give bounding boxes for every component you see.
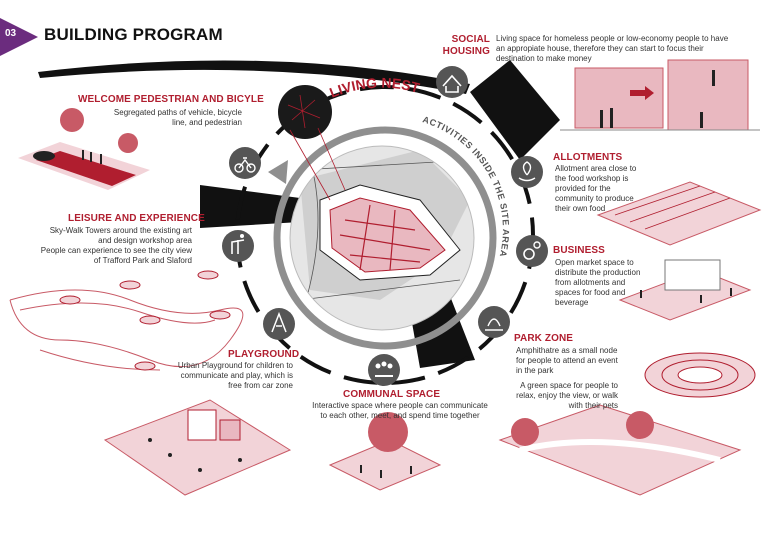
social-housing-desc-line: an appropiate house, therefore they can … [496,44,704,53]
business-desc-line: beverage [555,298,589,307]
welcome-illustration [18,108,150,190]
social-housing-title-line1: SOCIAL [451,34,490,45]
park-zone-desc-line: A green space for people to [520,381,618,390]
business-icon[interactable] [516,235,548,267]
leisure-illustration [9,270,244,371]
social-housing-title-line2: HOUSING [442,46,490,57]
badge-number: 03 [5,28,17,39]
park-zone-desc-line: Amphithatre as a small node [516,346,618,355]
communal-icon[interactable] [368,354,400,386]
allotment-icon[interactable] [511,156,543,188]
housing-icon[interactable] [436,66,468,98]
playground-illustration [103,399,292,496]
bicycle-icon[interactable] [229,147,261,179]
playground-desc-line: communicate and play, which is [180,371,293,380]
park-zone-desc-amphitheatre: Amphithatre as a small node for people t… [516,346,646,376]
communal-desc: Interactive space where people can commu… [300,401,500,421]
site-map [290,146,474,330]
leisure-desc-line: Sky-Walk Towers around the existing art [49,226,192,235]
communal-desc-line: to each other, meet, and spend time toge… [320,411,480,420]
allotments-desc-line: provided for the [555,184,611,193]
park-zone-title: PARK ZONE [514,333,574,344]
park-zone-desc-line: relax, enjoy the view, or walk [516,391,618,400]
business-desc-line: spaces for food and [555,288,626,297]
playground-icon[interactable] [263,308,295,340]
allotments-title: ALLOTMENTS [553,152,623,163]
communal-title: COMMUNAL SPACE [343,389,441,400]
welcome-desc-line: Segregated paths of vehicle, bicycle [113,108,242,117]
leisure-desc-line: and design workshop area [98,236,192,245]
inner-gray-ring [273,126,497,350]
allotments-desc-line: their own food [555,204,606,213]
leisure-desc: Sky-Walk Towers around the existing art … [14,226,192,266]
section-number-badge: 03 [0,18,38,56]
welcome-title: WELCOME PEDESTRIAN AND BICYLE [78,94,264,105]
park-zone-desc-green: A green space for people to relax, enjoy… [500,381,618,411]
allotments-desc-line: Allotment area close to [555,164,637,173]
housing-illustration [560,59,760,131]
social-housing-desc-line: Living space for homeless people or low-… [496,34,729,43]
communal-illustration [328,412,442,491]
social-housing-desc-line: destination to make money [496,54,592,63]
playground-desc-line: Urban Playground for children to [177,361,293,370]
leisure-desc-line: People can experience to see the city vi… [40,246,192,255]
social-housing-desc: Living space for homeless people or low-… [496,34,766,64]
playground-title: PLAYGROUND [228,349,300,360]
business-desc-line: distribute the production [555,268,641,277]
leisure-title: LEISURE AND EXPERIENCE [68,213,205,224]
allotments-desc-line: the food workshop is [555,174,629,183]
allotments-desc: Allotment area close to the food worksho… [555,164,675,214]
communal-desc-line: Interactive space where people can commu… [312,401,488,410]
welcome-desc-line: line, and pedestrian [172,118,242,127]
park-zone-desc-line: with their pets [568,401,618,410]
wedge-housing [470,60,560,160]
park-icon[interactable] [478,306,510,338]
park-zone-desc-line: in the park [516,366,554,375]
business-desc: Open market space to distribute the prod… [555,258,665,308]
playground-desc-line: free from car zone [228,381,293,390]
park-zone-desc-line: for people to attend an event [516,356,618,365]
park-illustration [498,352,756,496]
ring-arrow [268,160,288,184]
leisure-icon[interactable] [222,230,254,262]
business-title: BUSINESS [553,245,605,256]
social-housing-title: SOCIAL HOUSING [420,34,490,58]
leisure-desc-line: of Trafford Park and Slaford [93,256,192,265]
wedge-leisure [200,185,300,228]
top-band [38,60,470,94]
ring-outer-label: LIVING NEST [327,75,422,101]
business-illustration [618,259,752,321]
business-desc-line: Open market space to [555,258,634,267]
allotment-illustration [596,181,762,246]
allotments-desc-line: community to produce [555,194,634,203]
welcome-desc: Segregated paths of vehicle, bicycle lin… [80,108,242,128]
page-title: BUILDING PROGRAM [44,25,223,44]
badge-triangle [0,18,38,56]
business-desc-line: from allotments and [555,278,626,287]
playground-desc: Urban Playground for children to communi… [130,361,293,391]
